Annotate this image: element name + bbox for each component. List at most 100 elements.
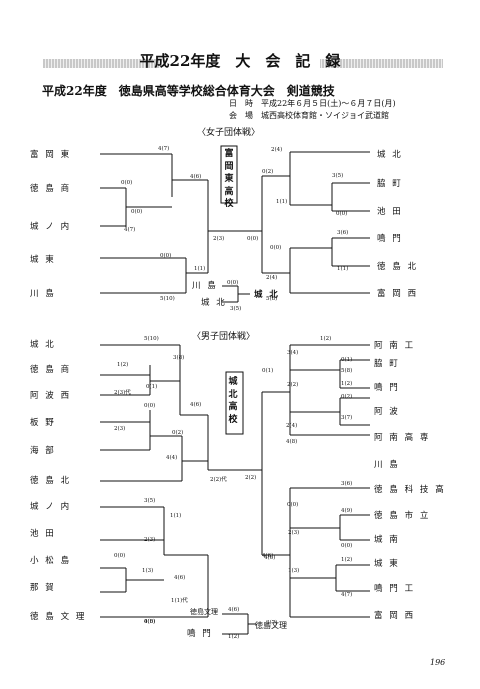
women-third-winner: 城北 xyxy=(254,290,285,300)
men-score: 3(6) xyxy=(341,481,353,487)
men-score: 2(2) xyxy=(245,475,257,481)
women-score: 3(6) xyxy=(337,230,349,236)
men-score: 3(7) xyxy=(341,415,353,421)
women-score: 2(4) xyxy=(271,147,283,153)
men-score: 4(7) xyxy=(341,592,353,598)
page-subtitle: 平成22年度 徳島県高等学校総合体育大会 剣道競技 xyxy=(42,84,335,98)
men-score: 4(8) xyxy=(286,439,298,445)
men-third-team-1: 徳島文理 xyxy=(190,608,218,616)
women-score: 3(5) xyxy=(332,173,344,179)
men-score: 1(3) xyxy=(142,568,154,574)
men-score: 0(0) xyxy=(341,543,353,549)
women-team-left: 富岡東 xyxy=(30,150,76,160)
women-score: 0(0) xyxy=(336,211,348,217)
venue-line: 会 場 城西高校体育館・ソイジョイ武道館 xyxy=(229,111,389,120)
men-team-right: 徳島市立 xyxy=(374,511,436,521)
men-score: 5(10) xyxy=(144,336,159,342)
men-score: 1(2) xyxy=(228,634,240,640)
women-score: 1(1) xyxy=(337,266,349,272)
men-score: 4(6) xyxy=(262,553,274,559)
men-team-left: 徳島商 xyxy=(30,365,76,375)
men-score: 2(4) xyxy=(286,423,298,429)
men-score: 1(2) xyxy=(341,557,353,563)
women-team-left: 城東 xyxy=(30,255,61,265)
women-score: 5(10) xyxy=(160,296,175,302)
women-score: 4(7) xyxy=(124,227,136,233)
men-score: 0(2) xyxy=(172,430,184,436)
men-bracket xyxy=(100,344,370,635)
men-score: 2(2) xyxy=(287,382,299,388)
men-score: 1(3) xyxy=(288,568,300,574)
men-team-right: 川島 xyxy=(374,460,405,470)
women-team-left: 城ノ内 xyxy=(30,222,76,232)
women-team-right: 城北 xyxy=(377,150,408,160)
men-score: 0(0) xyxy=(287,502,299,508)
men-score: 4(6) xyxy=(228,607,240,613)
men-score: 4(4) xyxy=(166,455,178,461)
men-score: 3(4) xyxy=(287,350,299,356)
men-score: 2(3) xyxy=(114,426,126,432)
men-team-right: 鳴門工 xyxy=(374,584,420,594)
men-score: 0(1) xyxy=(262,368,274,374)
men-score: 1(1) xyxy=(170,513,182,519)
men-team-right: 鳴門 xyxy=(374,383,405,393)
men-team-left: 徳島北 xyxy=(30,476,76,486)
men-score: 1(2) xyxy=(117,362,129,368)
women-score: 3(5) xyxy=(230,306,242,312)
women-score: 1(1) xyxy=(194,266,206,272)
women-team-right: 徳島北 xyxy=(377,262,423,272)
men-score: 1(1)代 xyxy=(171,598,188,604)
women-team-left: 川島 xyxy=(30,289,61,299)
men-score: 5(8) xyxy=(341,368,353,374)
women-score: 2(4) xyxy=(266,275,278,281)
men-score: 4(6) xyxy=(174,575,186,581)
women-third-team-1: 川島 xyxy=(192,281,223,291)
women-score: 0(0) xyxy=(270,245,282,251)
men-team-left: 那賀 xyxy=(30,583,61,593)
men-team-left: 海部 xyxy=(30,446,61,456)
men-team-right: 阿南工 xyxy=(374,341,420,351)
men-score: 2(2)代 xyxy=(210,477,227,483)
men-score: 3(7) xyxy=(266,620,278,626)
women-team-right: 池田 xyxy=(377,207,408,217)
women-score: 0(0) xyxy=(121,180,133,186)
women-team-right: 富岡西 xyxy=(377,289,423,299)
men-score: 0(0) xyxy=(144,619,156,625)
men-score: 4(6) xyxy=(190,402,202,408)
men-score: 4(6) xyxy=(264,555,276,561)
women-winner-box: 富岡東高校 xyxy=(224,149,234,209)
men-score: 0(0) xyxy=(114,553,126,559)
men-winner-box: 城北高校 xyxy=(228,377,238,425)
men-score: 4(8) xyxy=(144,619,156,625)
women-score: 0(0) xyxy=(227,280,239,286)
women-team-left: 徳島商 xyxy=(30,184,76,194)
men-third-team-2: 鳴門 xyxy=(187,629,218,639)
men-team-left: 板野 xyxy=(30,418,61,428)
women-score: 0(0) xyxy=(131,209,143,215)
men-team-left: 阿波西 xyxy=(30,391,76,401)
title-background xyxy=(160,52,320,70)
men-team-right: 徳島科技高 xyxy=(374,485,451,495)
men-score: 4(9) xyxy=(341,508,353,514)
men-team-right: 城南 xyxy=(374,535,405,545)
women-third-team-2: 城北 xyxy=(201,298,232,308)
page-number: 196 xyxy=(430,658,446,667)
men-team-right: 阿波 xyxy=(374,407,405,417)
women-team-right: 脇町 xyxy=(377,179,408,189)
women-bracket xyxy=(100,145,370,303)
women-score: 4(7) xyxy=(158,146,170,152)
women-score: 0(0) xyxy=(160,253,172,259)
women-score: 4(6) xyxy=(190,174,202,180)
women-score: 0(0) xyxy=(247,236,259,242)
men-team-left: 徳島文理 xyxy=(30,612,92,622)
men-score: 0(0) xyxy=(144,403,156,409)
men-score: 2(3) xyxy=(288,530,300,536)
men-team-right: 城東 xyxy=(374,559,405,569)
date-line: 日 時 平成22年６月５日(土)～６月７日(月) xyxy=(229,99,396,108)
women-score: 2(3) xyxy=(213,236,225,242)
women-team-right: 鳴門 xyxy=(377,234,408,244)
men-team-right: 富岡西 xyxy=(374,611,420,621)
men-team-left: 城ノ内 xyxy=(30,502,76,512)
men-team-right: 阿南高専 xyxy=(374,433,436,443)
